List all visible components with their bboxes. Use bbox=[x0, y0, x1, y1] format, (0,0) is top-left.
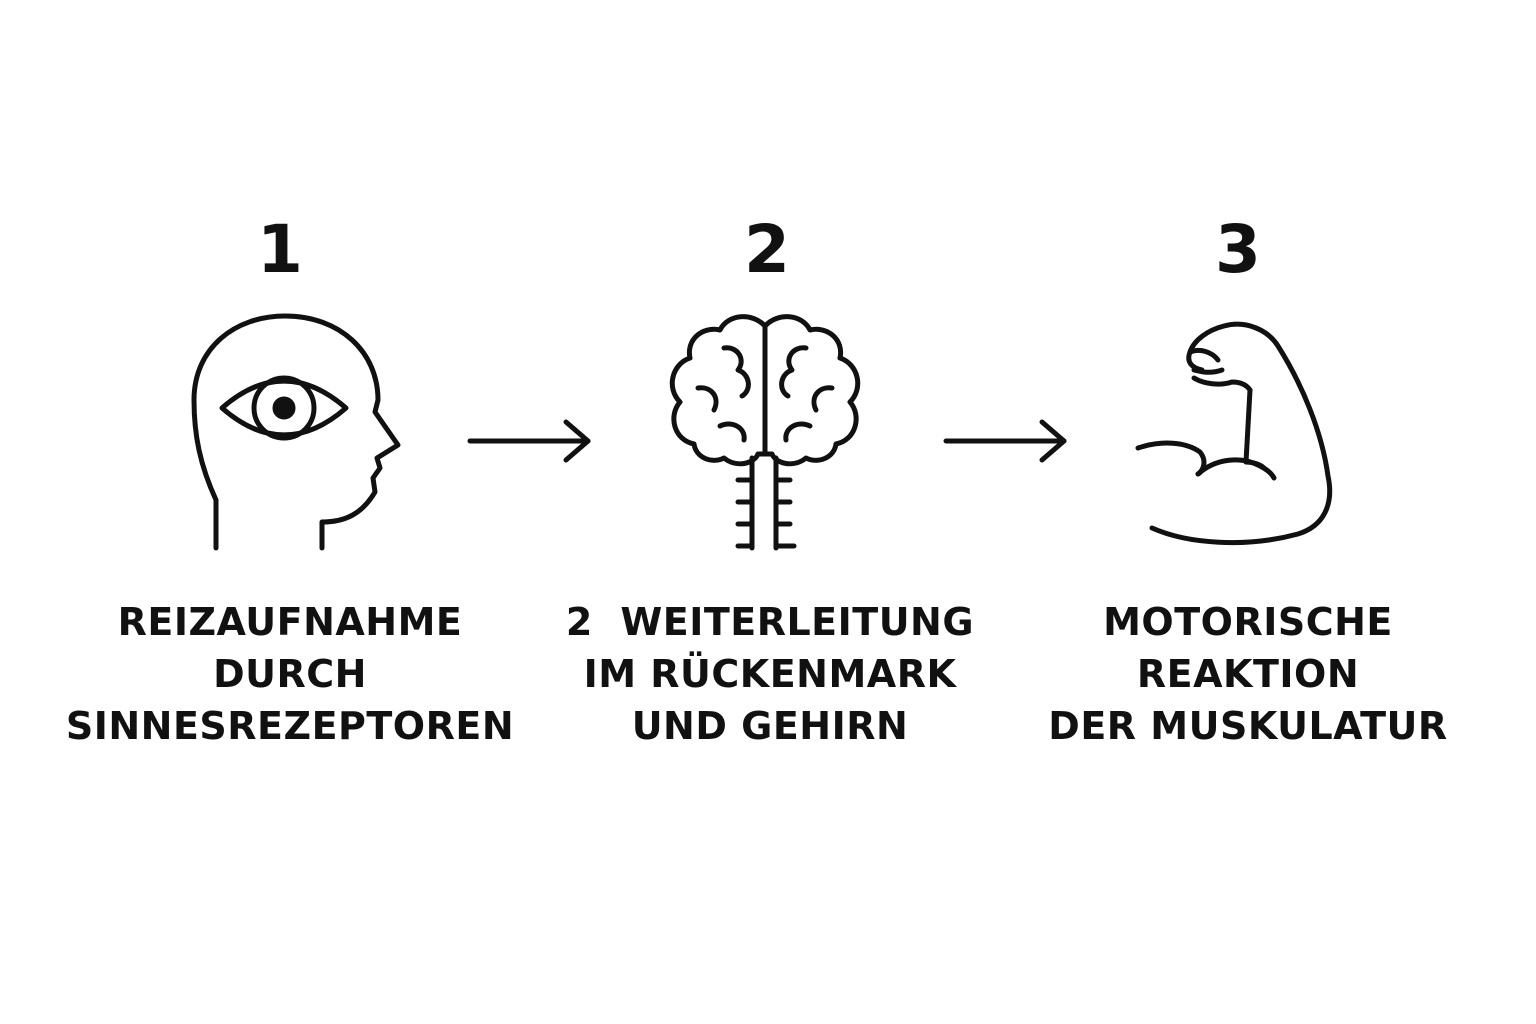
step-3-number: 3 bbox=[1215, 211, 1261, 288]
step-1-label-line-2: DURCH bbox=[213, 652, 367, 696]
step-2-number: 2 bbox=[744, 211, 790, 288]
step-3-label: MOTORISCHE REAKTION DER MUSKULATUR bbox=[998, 596, 1498, 752]
brain-spinal-cord-icon bbox=[662, 308, 872, 558]
step-2-label-line-2: IM RÜCKENMARK bbox=[583, 652, 957, 696]
step-3-label-line-3: DER MUSKULATUR bbox=[1048, 704, 1448, 748]
step-3-label-line-1: MOTORISCHE bbox=[1103, 600, 1393, 644]
head-eye-icon bbox=[180, 300, 420, 560]
step-2-label: 2 WEITERLEITUNG IM RÜCKENMARK UND GEHIRN bbox=[520, 596, 1020, 752]
arrow-1-icon bbox=[466, 418, 596, 464]
step-1-label-line-1: REIZAUFNAHME bbox=[117, 600, 463, 644]
step-2-label-line-3: UND GEHIRN bbox=[631, 704, 909, 748]
step-2-label-line-1: 2 WEITERLEITUNG bbox=[565, 600, 975, 644]
step-1-label: REIZAUFNAHME DURCH SINNESREZEPTOREN bbox=[40, 596, 540, 752]
step-3-label-line-2: REAKTION bbox=[1136, 652, 1360, 696]
arrow-2-icon bbox=[942, 418, 1072, 464]
flexed-arm-icon bbox=[1128, 312, 1338, 552]
step-1-label-line-3: SINNESREZEPTOREN bbox=[65, 704, 515, 748]
step-1-number: 1 bbox=[257, 211, 303, 288]
